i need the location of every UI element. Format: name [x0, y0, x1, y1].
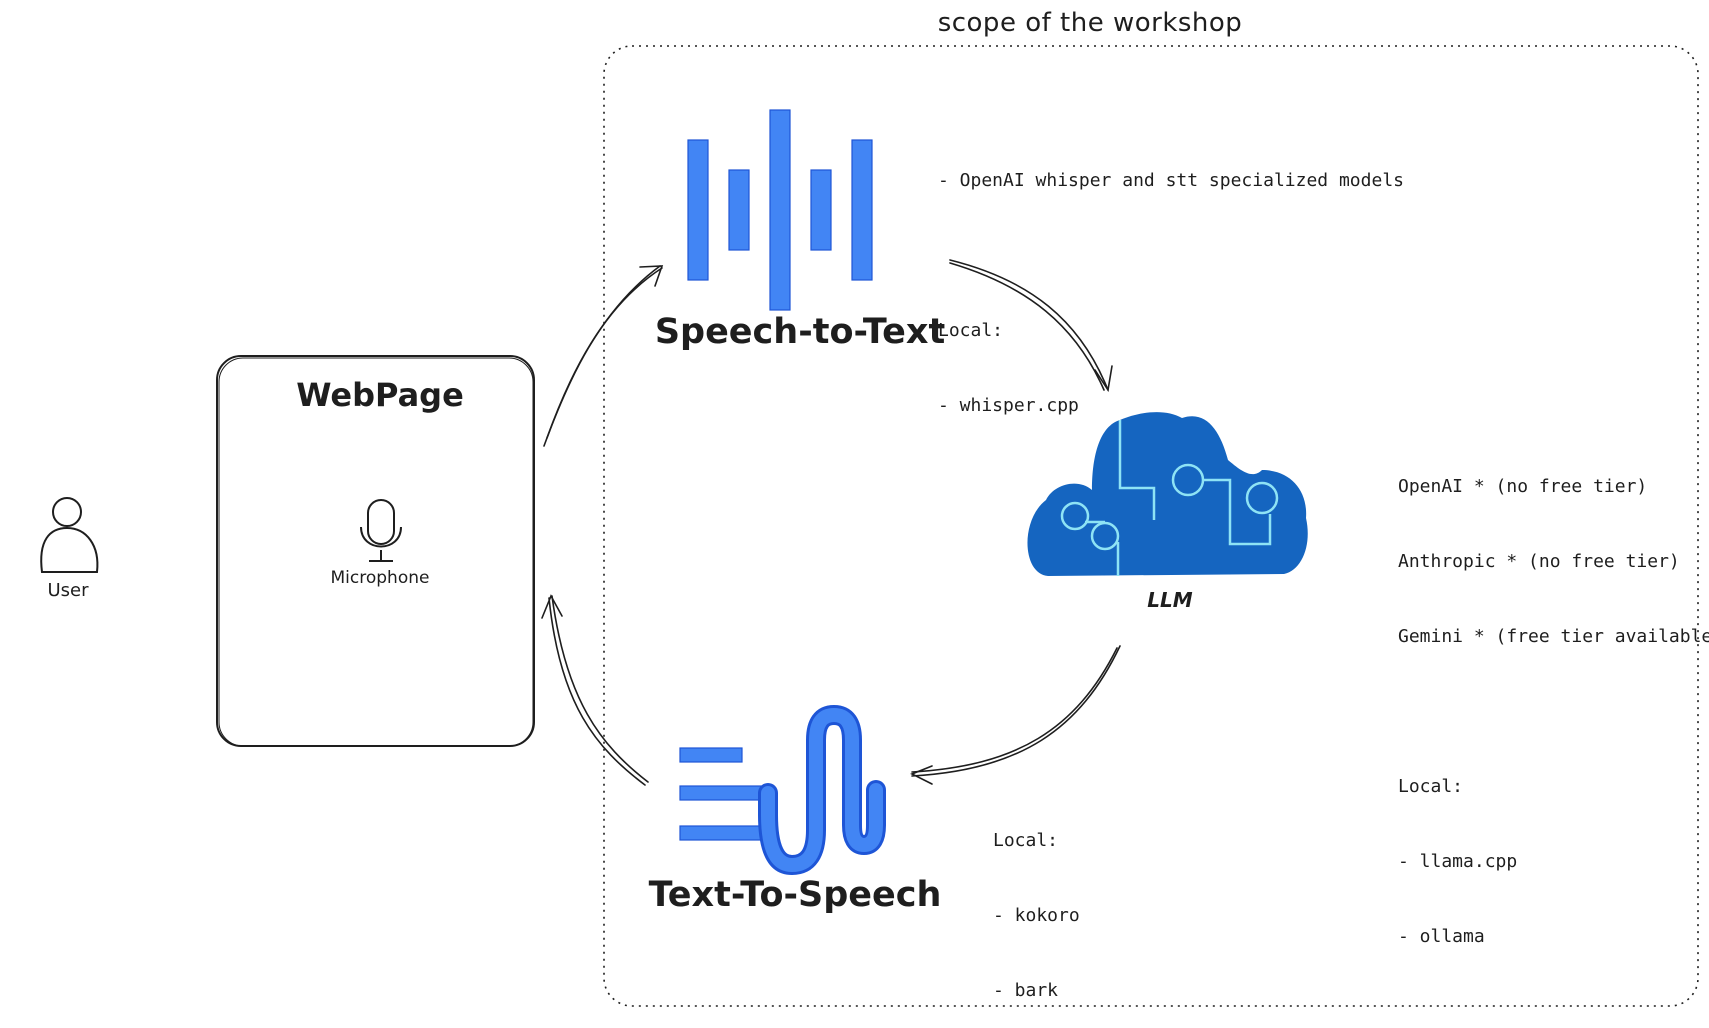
tts-notes: Local: - kokoro - bark [993, 778, 1080, 1028]
arrow-stt-to-llm [949, 259, 1113, 393]
llm-cloud-icon [1027, 412, 1308, 576]
webpage-box [216, 355, 535, 747]
llm-note-line: Anthropic * (no free tier) [1398, 551, 1680, 572]
user-icon [40, 497, 99, 573]
arrow-webpage-to-stt [543, 265, 664, 447]
stt-note-line: - OpenAI whisper and stt specialized mod… [938, 170, 1404, 191]
tts-note-line: - kokoro [993, 905, 1080, 926]
arrow-llm-to-tts [910, 645, 1121, 785]
tts-note-line: - bark [993, 980, 1059, 1001]
stt-note-line: - whisper.cpp [938, 395, 1079, 416]
llm-note-gap [1398, 699, 1709, 724]
llm-note-line: OpenAI * (no free tier) [1398, 476, 1648, 497]
llm-label: LLM [1147, 588, 1193, 612]
tts-note-line: Local: [993, 830, 1059, 851]
microphone-icon [360, 499, 402, 562]
speech-to-text-icon [687, 109, 873, 311]
stt-notes: - OpenAI whisper and stt specialized mod… [938, 118, 1404, 443]
arrow-tts-to-webpage [541, 594, 649, 786]
user-label: User [47, 580, 89, 601]
scope-title: scope of the workshop [937, 8, 1243, 38]
llm-note-line: - ollama [1398, 926, 1485, 947]
llm-note-line: - llama.cpp [1398, 851, 1518, 872]
scope-boundary [603, 45, 1699, 1007]
speech-to-text-title: Speech-to-Text [654, 312, 946, 352]
text-to-speech-title: Text-To-Speech [648, 875, 942, 915]
llm-notes: OpenAI * (no free tier) Anthropic * (no … [1398, 424, 1709, 974]
microphone-label: Microphone [330, 568, 430, 588]
text-to-speech-icon [679, 704, 886, 876]
webpage-title: WebPage [296, 376, 464, 414]
stt-note-line: Local: [938, 320, 1004, 341]
stt-note-gap [938, 243, 1404, 268]
llm-note-line: Local: [1398, 776, 1464, 797]
llm-note-line: Gemini * (free tier available) [1398, 626, 1709, 647]
